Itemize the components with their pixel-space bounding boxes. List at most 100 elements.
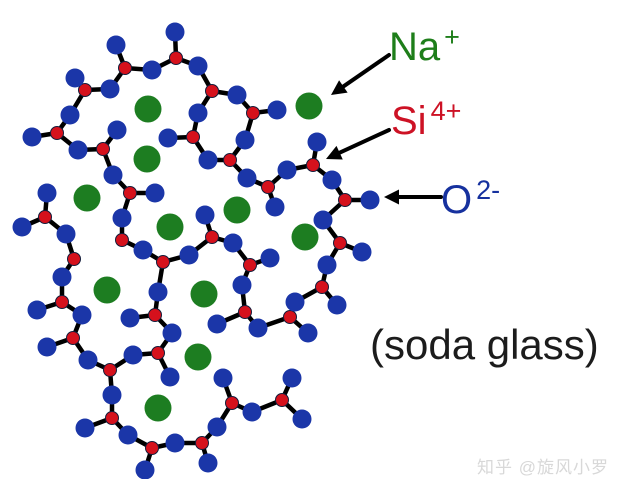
- silicon-atom: [195, 436, 209, 450]
- oxygen-atom: [102, 385, 122, 405]
- silicon-atom: [118, 61, 132, 75]
- caption-soda-glass: (soda glass): [370, 321, 599, 368]
- oxygen-atom: [322, 170, 342, 190]
- oxygen-atom: [22, 127, 42, 147]
- label-oxygen-charge: 2-: [476, 175, 501, 205]
- watermark: 知乎 @旋风小罗: [477, 458, 609, 477]
- oxygen-atom: [145, 183, 165, 203]
- oxygen-atom: [165, 22, 185, 42]
- oxygen-atom: [235, 130, 255, 150]
- arrow-shaft-sodium-ion: [338, 53, 391, 91]
- oxygen-atom: [188, 103, 208, 123]
- oxygen-atom: [277, 160, 297, 180]
- oxygen-atom: [123, 345, 143, 365]
- oxygen-atom: [37, 337, 57, 357]
- oxygen-atom: [68, 140, 88, 160]
- silicon-atom: [223, 153, 237, 167]
- oxygen-atom: [118, 425, 138, 445]
- oxygen-atom: [165, 433, 185, 453]
- oxygen-atom: [223, 233, 243, 253]
- label-sodium-charge: +: [444, 22, 460, 52]
- oxygen-atom: [12, 217, 32, 237]
- silicon-atom: [96, 142, 110, 156]
- arrow-head-sodium-ion: [331, 80, 348, 95]
- oxygen-atom: [112, 208, 132, 228]
- label-oxygen-symbol: O: [441, 178, 473, 222]
- silicon-atom: [38, 210, 52, 224]
- arrow-head-oxygen-ion: [384, 189, 399, 205]
- oxygen-atom: [265, 197, 285, 217]
- oxygen-atom: [195, 205, 215, 225]
- oxygen-atom: [207, 417, 227, 437]
- label-sodium-ion: Na+: [389, 22, 460, 69]
- oxygen-atom: [188, 56, 208, 76]
- oxygen-atom: [60, 105, 80, 125]
- oxygen-atom: [242, 402, 262, 422]
- label-sodium-symbol: Na: [389, 25, 441, 69]
- oxygen-atom: [135, 460, 155, 479]
- arrow-shaft-silicon-ion: [334, 128, 391, 156]
- sodium-atom: [93, 276, 121, 304]
- silicon-atom: [50, 126, 64, 140]
- oxygen-atom: [148, 282, 168, 302]
- silicon-atom: [169, 51, 183, 65]
- arrow-head-silicon-ion: [326, 145, 343, 160]
- oxygen-atom: [162, 323, 182, 343]
- silicon-atom: [275, 393, 289, 407]
- silicon-atom: [205, 84, 219, 98]
- oxygen-atom: [298, 323, 318, 343]
- oxygen-atom: [133, 240, 153, 260]
- silicon-atom: [186, 130, 200, 144]
- silicon-atom: [261, 180, 275, 194]
- oxygen-atom: [72, 305, 92, 325]
- sodium-atom: [223, 196, 251, 224]
- silicon-atom: [66, 331, 80, 345]
- oxygen-atom: [52, 267, 72, 287]
- oxygen-atom: [267, 100, 287, 120]
- label-silicon-symbol: Si: [391, 99, 427, 143]
- oxygen-atom: [227, 85, 247, 105]
- sodium-atom: [184, 343, 212, 371]
- oxygen-atom: [100, 79, 120, 99]
- oxygen-atom: [352, 242, 372, 262]
- oxygen-atom: [292, 409, 312, 429]
- oxygen-atom: [260, 248, 280, 268]
- oxygen-atom: [317, 255, 337, 275]
- sodium-atom: [295, 92, 323, 120]
- silicon-atom: [238, 305, 252, 319]
- silicon-atom: [105, 411, 119, 425]
- oxygen-atom: [78, 350, 98, 370]
- oxygen-atom: [198, 150, 218, 170]
- oxygen-atom: [107, 120, 127, 140]
- silicon-atom: [283, 310, 297, 324]
- silicon-atom: [315, 280, 329, 294]
- oxygen-atom: [160, 367, 180, 387]
- sodium-atom: [134, 95, 162, 123]
- oxygen-atom: [360, 190, 380, 210]
- sodium-atom: [190, 280, 218, 308]
- silicon-atom: [156, 255, 170, 269]
- oxygen-atom: [179, 245, 199, 265]
- oxygen-atom: [213, 368, 233, 388]
- silicon-atom: [78, 83, 92, 97]
- oxygen-atom: [106, 35, 126, 55]
- oxygen-atom: [103, 165, 123, 185]
- oxygen-atom: [282, 368, 302, 388]
- oxygen-atom: [27, 300, 47, 320]
- silicon-atom: [338, 193, 352, 207]
- sodium-atom: [156, 213, 184, 241]
- sodium-atom: [133, 145, 161, 173]
- silicon-atom: [103, 363, 117, 377]
- oxygen-atom: [56, 224, 76, 244]
- oxygen-atom: [248, 318, 268, 338]
- silicon-atom: [333, 236, 347, 250]
- oxygen-atom: [158, 128, 178, 148]
- oxygen-atom: [285, 292, 305, 312]
- silicon-atom: [67, 252, 81, 266]
- sodium-atom: [291, 223, 319, 251]
- silicon-atom: [123, 186, 137, 200]
